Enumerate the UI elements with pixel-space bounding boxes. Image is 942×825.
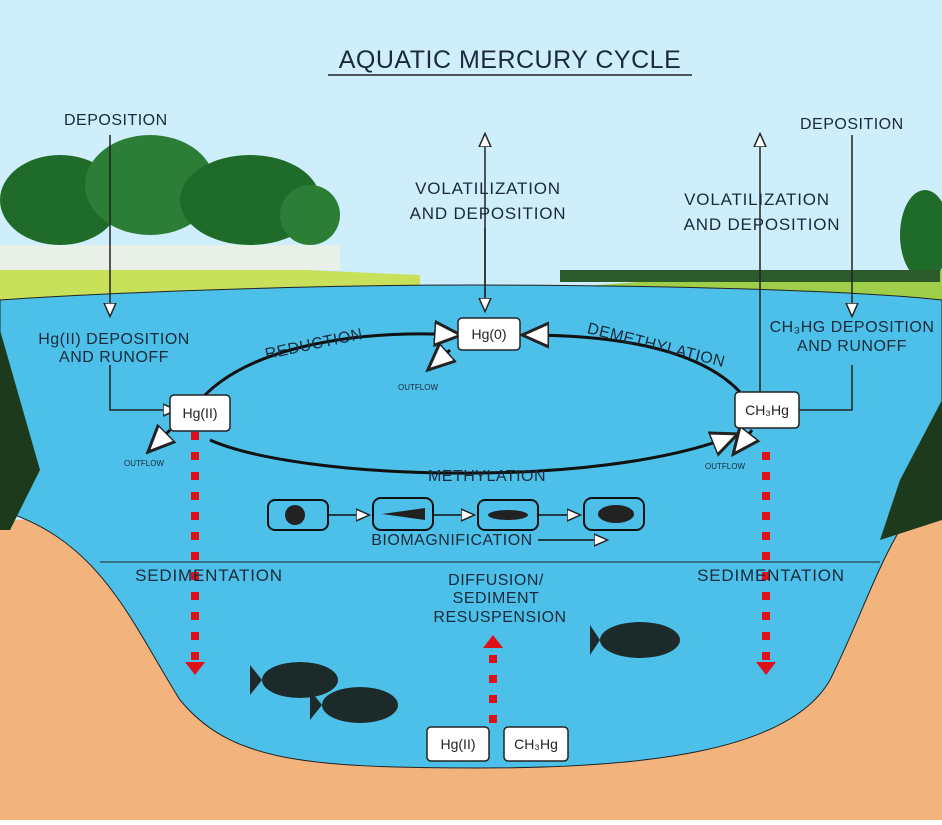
sediment-ch3hg-label: CH₃Hg [514,736,558,752]
lake-water [0,284,942,769]
hg0-label: Hg(0) [471,326,506,342]
trees-left [0,135,340,270]
diffusion-label-3: RESUSPENSION [433,609,566,626]
outflow-hg0-label: OUTFLOW [398,383,438,392]
food-chain [267,497,645,540]
ch3hg-deposition-label-2: AND RUNOFF [797,338,907,355]
volatilization-right-label-1: VOLATILIZATION [684,190,830,209]
outflow-hg2-label: OUTFLOW [124,459,164,468]
resuspension-arrow [483,635,503,725]
reeds-right [880,400,942,540]
sediment-hg2-box: Hg(II) [426,726,490,762]
fish-group [250,622,680,723]
demethylation-arrow [525,335,742,394]
hg0-box: Hg(0) [457,317,521,351]
hg2-runoff-arrow [109,365,175,410]
fish-icon [590,622,680,658]
volatilization-center-label-2: AND DEPOSITION [410,204,567,223]
outflow-ch3hg-arrow [735,430,752,452]
ch3hg-box: CH₃Hg [734,391,800,429]
sedimentation-left-label: SEDIMENTATION [135,566,283,585]
hg2-deposition-label-1: Hg(II) DEPOSITION [38,331,190,348]
outflow-hg0-arrow [430,350,450,368]
hg2-deposition-label-2: AND RUNOFF [59,349,169,366]
diffusion-label-1: DIFFUSION/ [448,572,544,589]
outflow-hg2-arrow [150,430,170,450]
fish-icon [310,687,398,723]
deposition-right-label: DEPOSITION [800,116,904,133]
reeds-left [0,330,40,530]
outflow-ch3hg-label: OUTFLOW [705,462,745,471]
diagram-title: AQUATIC MERCURY CYCLE [339,46,682,74]
reduction-arrow [203,334,458,397]
methylation-arrow [209,435,735,475]
sedimentation-right-label: SEDIMENTATION [697,566,845,585]
hg2-box: Hg(II) [169,394,231,432]
methylation-label: METHYLATION [428,468,546,485]
trees-right [560,190,942,282]
biomagnification-label: BIOMAGNIFICATION [371,532,532,549]
invertebrate-icon [372,497,434,531]
large-fish-icon [583,497,645,531]
ch3hg-label: CH₃Hg [745,402,789,418]
ch3hg-deposition-label-1: CH₃HG DEPOSITION [770,319,935,336]
ch3hg-runoff-arrow [785,365,853,410]
hg2-label: Hg(II) [183,405,218,421]
sediment-ch3hg-box: CH₃Hg [503,726,569,762]
fish-icon [250,662,338,698]
deposition-left-label: DEPOSITION [64,112,168,129]
volatilization-center-label-1: VOLATILIZATION [415,179,561,198]
volatilization-right-label-2: AND DEPOSITION [684,215,841,234]
sediment-hg2-label: Hg(II) [441,736,476,752]
sedimentation-left-arrow [185,432,205,675]
sedimentation-right-arrow [756,452,776,675]
diffusion-label-2: SEDIMENT [453,590,540,607]
